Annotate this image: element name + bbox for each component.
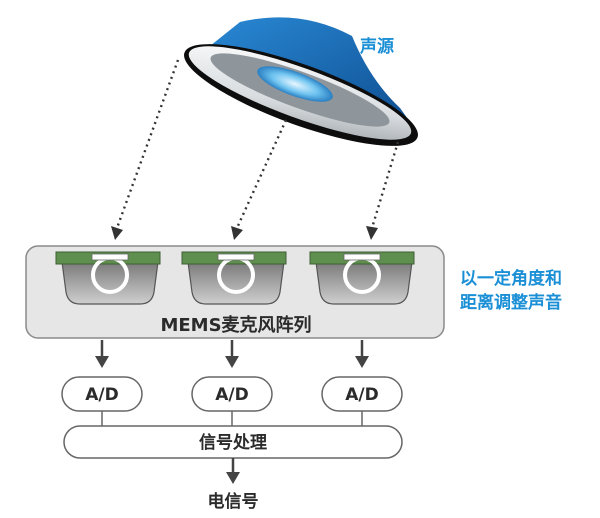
adc-converter: A/D (191, 376, 273, 412)
adc-label: A/D (85, 385, 118, 405)
array-name-label: MEMS麦克风阵列 (160, 314, 311, 336)
sound-path-middle (235, 119, 288, 229)
arrow-down-icon (95, 356, 109, 368)
signal-processing-label: 信号处理 (199, 432, 267, 453)
adc-converter: A/D (61, 376, 143, 412)
array-to-adc-arrows (95, 340, 369, 368)
arrow-down-icon (355, 356, 369, 368)
sound-path-right (370, 141, 400, 229)
arrow-down-icon (111, 226, 123, 240)
adc-label: A/D (345, 385, 378, 405)
speaker-cone-icon (184, 17, 418, 146)
output-label: 电信号 (208, 491, 259, 512)
sound-source-label: 声源 (359, 36, 394, 57)
mems-microphone-icon (181, 251, 287, 305)
arrow-down-icon (226, 472, 240, 484)
mems-microphone-icon (55, 251, 161, 305)
array-caption-line1: 以一定角度和 (460, 268, 562, 289)
mems-microphone-icon (309, 251, 415, 305)
adc-converter: A/D (321, 376, 403, 412)
array-caption-line2: 距离调整声音 (460, 292, 562, 313)
arrow-down-icon (366, 226, 378, 240)
sound-paths (115, 59, 400, 229)
arrow-down-icon (231, 226, 243, 240)
adc-label: A/D (215, 385, 248, 405)
sound-path-left (115, 59, 180, 229)
sound-path-arrowheads (111, 226, 378, 240)
arrow-down-icon (225, 356, 239, 368)
adc-connectors (101, 411, 363, 426)
